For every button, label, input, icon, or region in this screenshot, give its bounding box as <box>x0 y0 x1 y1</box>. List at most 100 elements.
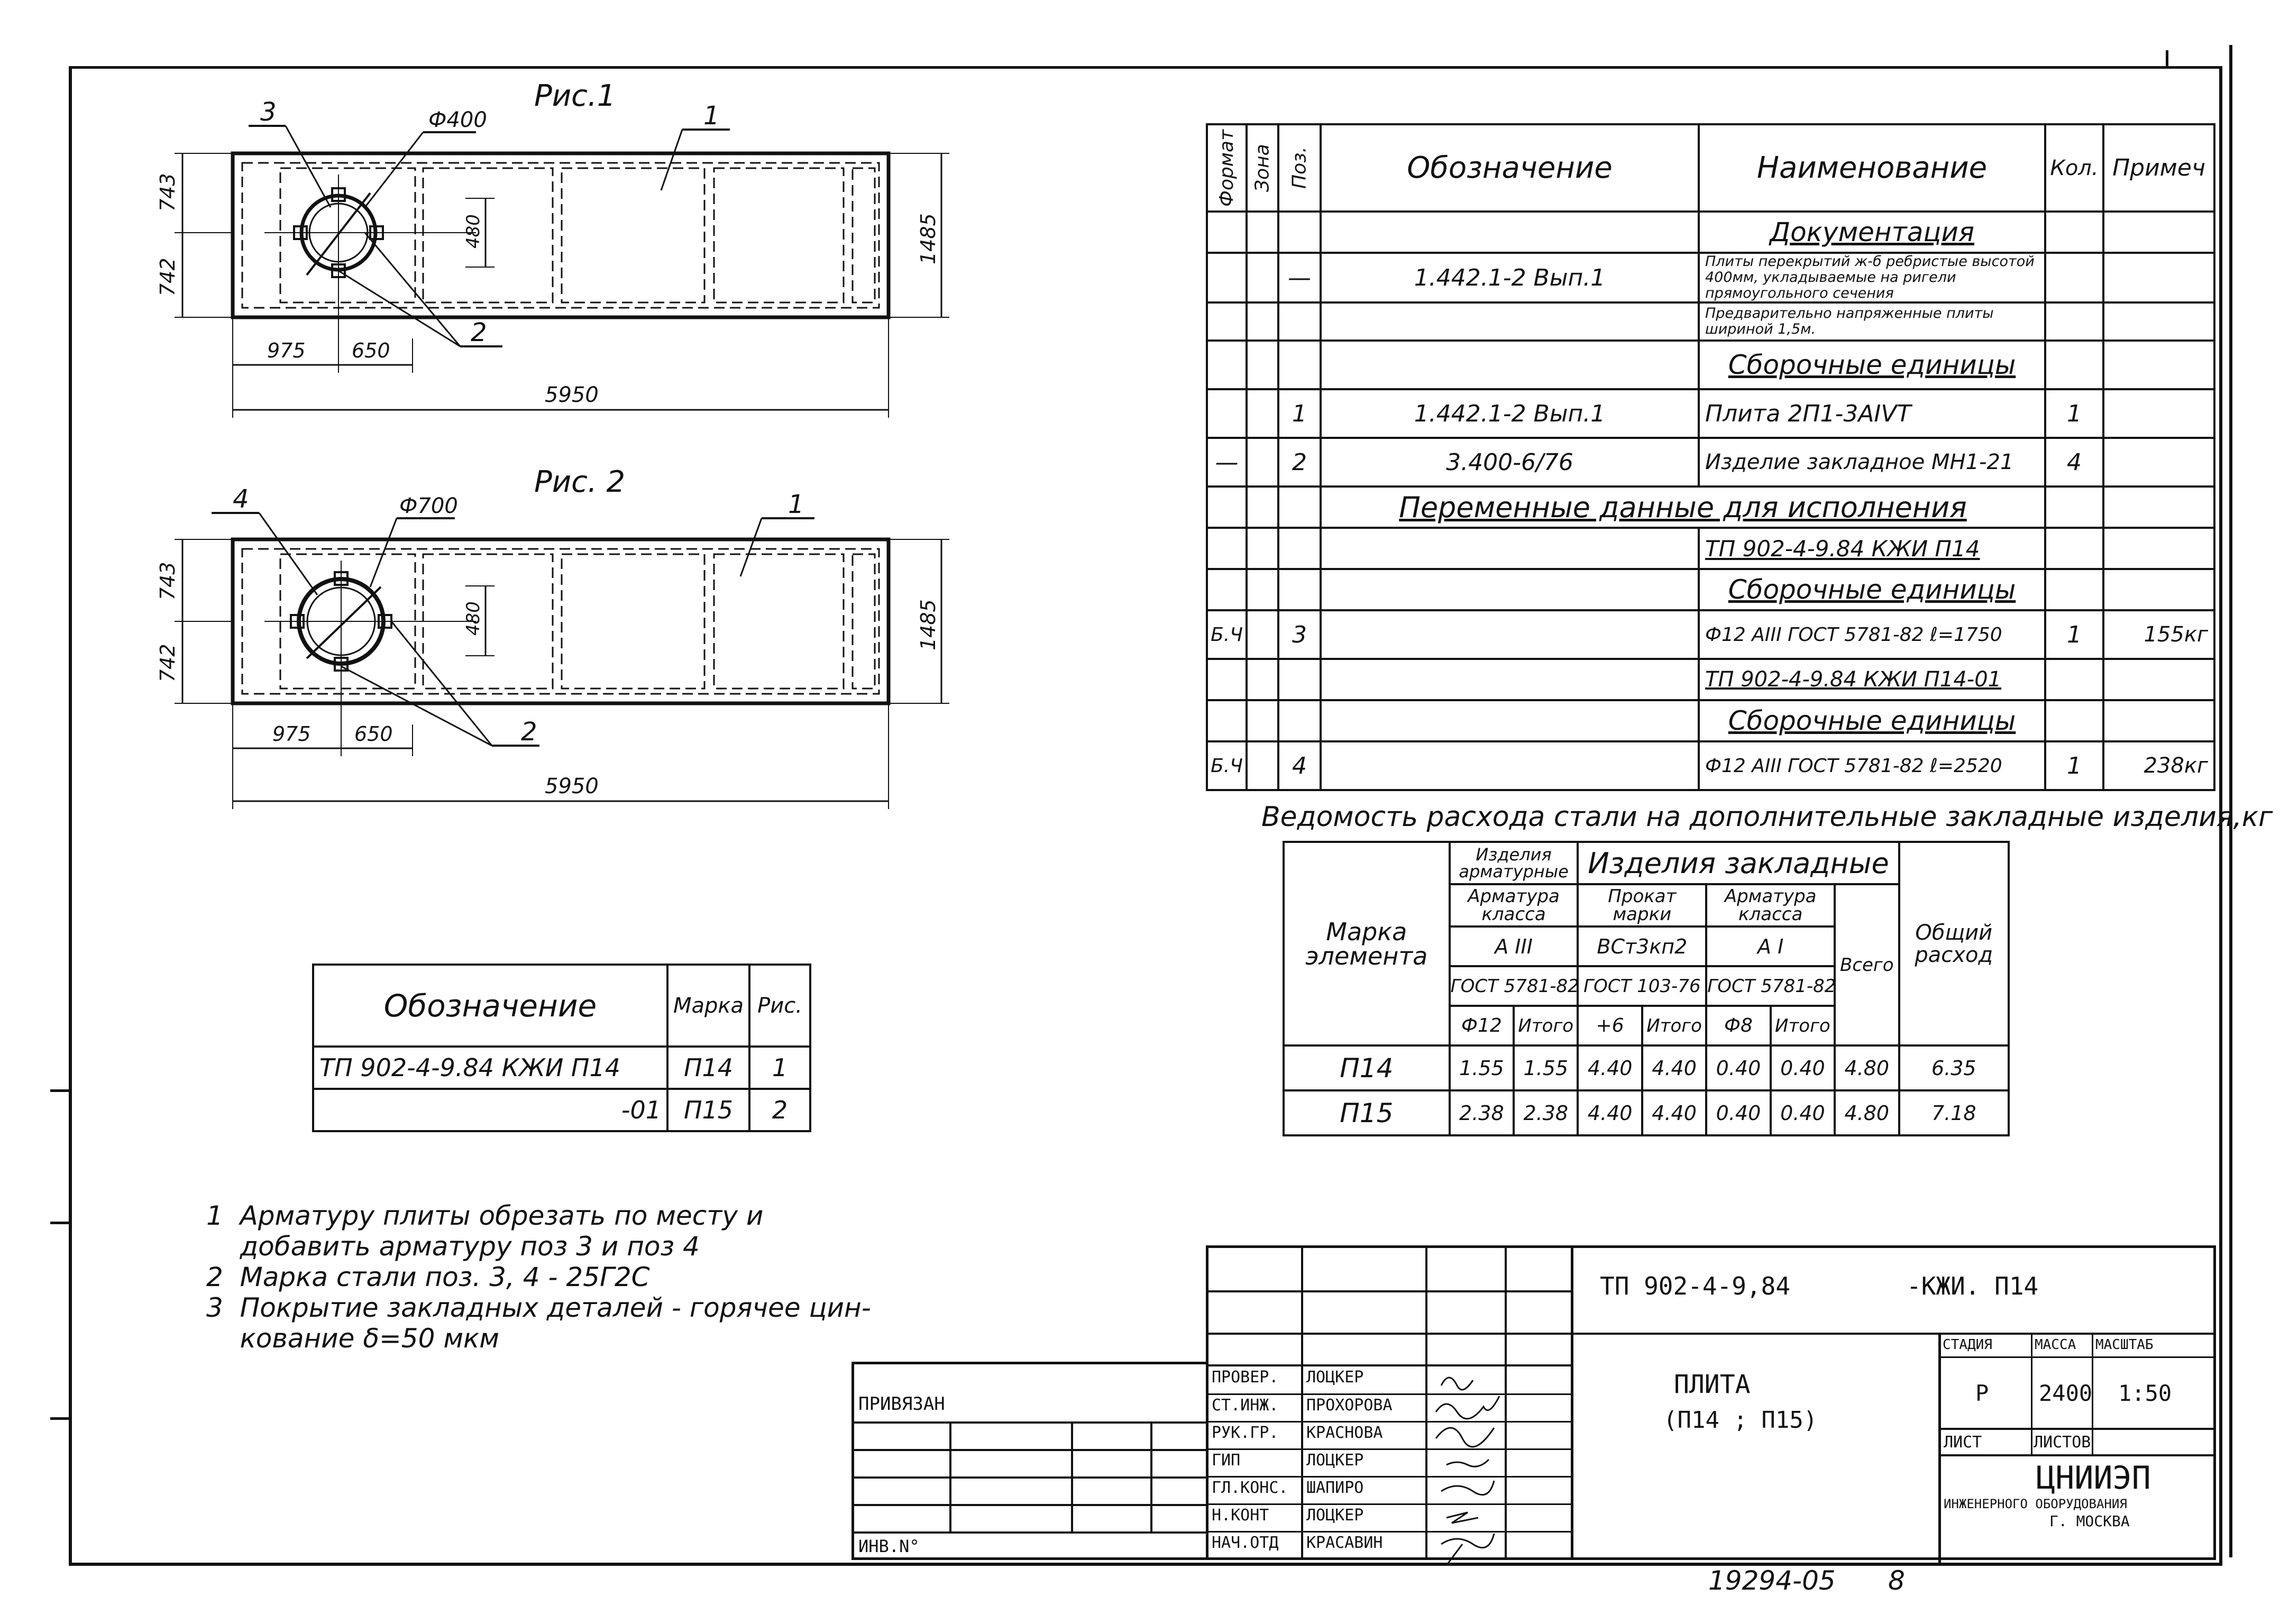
spec-cell-qty <box>2044 699 2104 742</box>
spec-cell-zone <box>1246 301 1279 342</box>
variants-cell-fig: 1 <box>748 1045 811 1090</box>
steel-row: П14 1.55 1.55 4.40 4.40 0.40 0.40 4.80 6… <box>1283 1044 2010 1091</box>
steel-h-embed-items: Изделия закладные <box>1577 841 1900 885</box>
steel-h-itogo1: Итого <box>1513 1005 1579 1047</box>
spec-cell-name: Предварительно напряженные плиты шириной… <box>1698 301 2046 342</box>
left-margin-tick-3 <box>50 1417 71 1420</box>
tb-sheets-label: ЛИСТОВ <box>2034 1433 2091 1452</box>
right-margin-line <box>2229 45 2232 1557</box>
steel-cell-overall: 6.35 <box>1898 1044 2010 1091</box>
spec-cell-qty <box>2044 658 2104 701</box>
tb-code: ТП 902-4-9,84 <box>1600 1272 1791 1300</box>
left-margin-tick-2 <box>50 1222 71 1224</box>
spec-cell-qty <box>2044 568 2104 611</box>
steel-cell: 4.80 <box>1834 1044 1900 1091</box>
spec-cell-pos <box>1277 301 1322 342</box>
fig2-dim-total: 5950 <box>545 774 599 799</box>
fig2-callout-4: 4 <box>233 484 249 514</box>
spec-row: Переменные данные для исполнения <box>1206 485 2215 529</box>
spec-cell-name: Ф12 АIII ГОСТ 5781-82 ℓ=1750 <box>1698 609 2046 660</box>
signature-scribbles <box>1435 1377 1500 1566</box>
spec-cell-format <box>1206 252 1248 304</box>
general-notes: 1 Арматуру плиты обрезать по месту и доб… <box>206 1200 920 1354</box>
spec-cell-zone <box>1246 568 1279 611</box>
fig1-callout-3: 3 <box>260 97 277 127</box>
tb-divider <box>2031 1333 2032 1454</box>
spec-cell-designation <box>1320 301 1700 342</box>
spec-cell-format: Б.Ч <box>1206 609 1248 660</box>
spec-row: Документация <box>1206 210 2215 254</box>
spec-cell-pos <box>1277 527 1322 570</box>
steel-cell: 4.40 <box>1577 1089 1643 1136</box>
note-line: 1 Арматуру плиты обрезать по месту и <box>206 1200 764 1231</box>
steel-cell: 2.38 <box>1513 1089 1579 1136</box>
spec-cell-zone <box>1246 609 1279 660</box>
spec-row: 1 1.442.1-2 Вып.1 Плита 2П1-3АIVТ 1 <box>1206 388 2215 439</box>
spec-cell-note: 238кг <box>2102 740 2215 791</box>
spec-cell-zone <box>1246 740 1279 791</box>
spec-cell-qty <box>2044 340 2104 390</box>
tb-role: РУК.ГР. <box>1212 1424 1279 1442</box>
tb-divider <box>1938 1428 2213 1430</box>
binding-strip: ПРИВЯЗАН ИНВ.N° <box>851 1362 1208 1560</box>
tb-org-sub: ИНЖЕНЕРНОГО ОБОРУДОВАНИЯ <box>1944 1497 2127 1511</box>
spec-cell-pos: 2 <box>1277 437 1322 488</box>
tb-scale-label: МАСШТАБ <box>2095 1337 2154 1353</box>
steel-cell: 1.55 <box>1513 1044 1579 1091</box>
spec-cell-pos <box>1277 210 1322 254</box>
spec-row: — 2 3.400-6/76 Изделие закладное МН1-21 … <box>1206 437 2215 488</box>
note-line: 3 Покрытие закладных деталей - горячее ц… <box>206 1292 871 1323</box>
steel-h-itogo3: Итого <box>1769 1005 1836 1047</box>
variants-cell-designation: -01 <box>312 1088 669 1132</box>
tb-name: КРАСНОВА <box>1306 1424 1383 1442</box>
fig1-callout-1: 1 <box>703 101 720 131</box>
spec-cell-pos: — <box>1277 252 1322 304</box>
tb-name: ЛОЦКЕР <box>1306 1506 1364 1525</box>
tb-mass: 2400 <box>2039 1380 2093 1406</box>
fig1-dim-left-bottom: 742 <box>156 258 179 296</box>
tb-role: ГЛ.КОНС. <box>1212 1479 1288 1497</box>
steel-h-rolled: Прокат марки <box>1577 883 1708 928</box>
spec-cell-note <box>2102 340 2215 390</box>
spec-cell-designation <box>1320 699 1700 742</box>
steel-cell: 4.40 <box>1641 1044 1708 1091</box>
spec-cell-pos: 1 <box>1277 388 1322 439</box>
tb-name: ШАПИРО <box>1306 1479 1364 1497</box>
tb-item-name: ПЛИТА <box>1674 1370 1751 1399</box>
fig1-dim-left-top: 743 <box>156 173 179 212</box>
signature-grid <box>1208 1248 1573 1557</box>
spec-cell-designation <box>1320 658 1700 701</box>
note-line: кование δ=50 мкм <box>206 1323 499 1354</box>
spec-cell-name: Сборочные единицы <box>1698 340 2046 390</box>
fig1-dim-a: 975 <box>267 339 306 362</box>
spec-cell-qty: 4 <box>2044 437 2104 488</box>
variants-row: -01 П15 2 <box>312 1088 811 1132</box>
spec-cell-name: ТП 902-4-9.84 КЖИ П14 <box>1698 527 2046 570</box>
spec-cell-note <box>2102 568 2215 611</box>
steel-h-d8: Ф8 <box>1705 1005 1772 1047</box>
steel-cell: 1.55 <box>1448 1044 1515 1091</box>
tb-name: ЛОЦКЕР <box>1306 1451 1364 1470</box>
spec-cell-format <box>1206 568 1248 611</box>
spec-cell-designation <box>1320 609 1700 660</box>
tb-org: ЦНИИЭП <box>2036 1460 2151 1497</box>
variants-h-designation: Обозначение <box>312 964 669 1048</box>
fig2-callout-1: 1 <box>788 490 804 519</box>
spec-cell-format <box>1206 699 1248 742</box>
tb-divider <box>1938 1333 1941 1563</box>
steel-h-t6: +6 <box>1577 1005 1643 1047</box>
spec-cell-zone <box>1246 485 1279 529</box>
steel-consumption-table: Марка элемента Изделия арматурные Издели… <box>1283 841 2010 1136</box>
spec-cell-name: Сборочные единицы <box>1698 568 2046 611</box>
tb-stage: Р <box>1975 1380 1989 1406</box>
spec-cell-qty <box>2044 485 2104 529</box>
fig1-dim-inner: 480 <box>463 214 484 249</box>
spec-cell-note: 155кг <box>2102 609 2215 660</box>
spec-cell-designation <box>1320 740 1700 791</box>
steel-h-mark: Марка элемента <box>1283 841 1451 1047</box>
spec-cell-pos <box>1277 485 1322 529</box>
tb-scale: 1:50 <box>2118 1380 2172 1406</box>
spec-cell-name: Плита 2П1-3АIVТ <box>1698 388 2046 439</box>
spec-cell-qty: 1 <box>2044 740 2104 791</box>
